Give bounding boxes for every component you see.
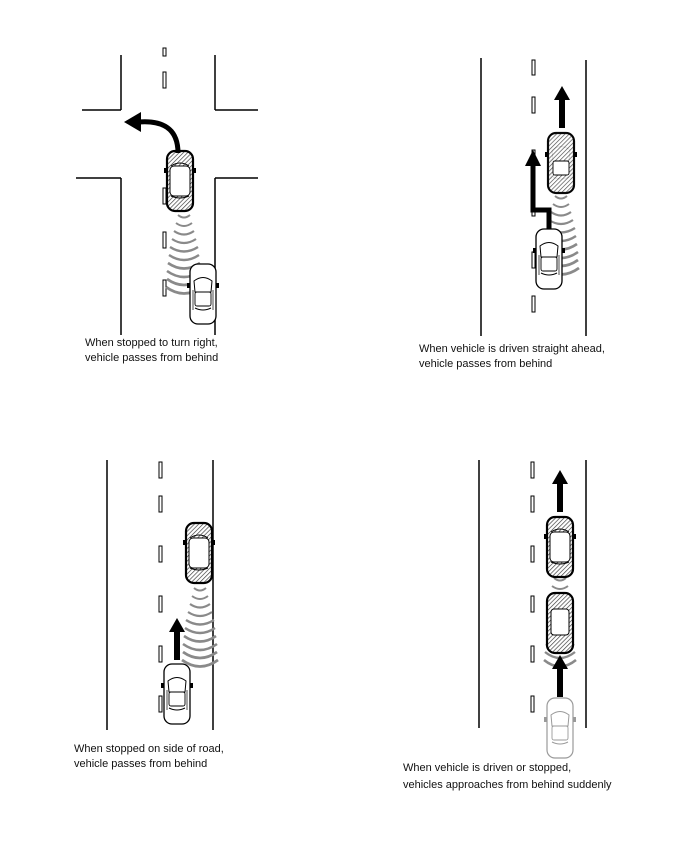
passing-vehicle	[160, 663, 194, 725]
own-vehicle-hatched	[546, 131, 576, 195]
panel-approach-suddenly	[478, 460, 587, 759]
ahead-arrow	[554, 86, 570, 128]
lane-dashes	[158, 461, 163, 713]
road-edges	[106, 460, 214, 730]
caption-approach-suddenly: When vehicle is driven or stopped, vehic…	[403, 760, 612, 794]
caption-line: When vehicle is driven or stopped,	[403, 762, 572, 774]
forward-arrow	[169, 618, 185, 660]
caption-turn-right: When stopped to turn right, vehicle pass…	[85, 336, 218, 366]
approach-arrow	[552, 655, 568, 697]
road-edges	[480, 58, 587, 336]
own-vehicle	[545, 591, 575, 655]
caption-line: vehicles approaches from behind suddenly	[403, 779, 612, 791]
passing-vehicle	[186, 263, 220, 325]
caption-line: vehicle passes from behind	[419, 358, 553, 370]
caption-line: When stopped on side of road,	[74, 743, 224, 755]
panel-turn-right	[76, 47, 258, 335]
caption-line: When stopped to turn right,	[85, 337, 218, 349]
panel-straight-ahead	[480, 58, 587, 336]
leading-vehicle-hatched	[542, 515, 578, 579]
own-vehicle-hatched	[162, 149, 198, 213]
ahead-arrow	[552, 470, 568, 512]
turn-arrow	[124, 112, 181, 154]
lane-dashes	[530, 461, 535, 713]
approaching-vehicle	[543, 697, 577, 759]
road-edges	[478, 460, 587, 728]
lane-change-arrow	[525, 150, 552, 229]
caption-line: vehicle passes from behind	[85, 352, 219, 364]
caption-line: When vehicle is driven straight ahead,	[419, 343, 605, 355]
following-vehicle	[532, 228, 566, 290]
lane-dashes	[162, 47, 167, 297]
caption-straight-ahead: When vehicle is driven straight ahead, v…	[419, 342, 605, 372]
own-vehicle-hatched	[181, 521, 217, 585]
panel-side-of-road	[106, 460, 220, 730]
caption-line: vehicle passes from behind	[74, 758, 208, 770]
caption-side-of-road: When stopped on side of road, vehicle pa…	[74, 742, 224, 772]
